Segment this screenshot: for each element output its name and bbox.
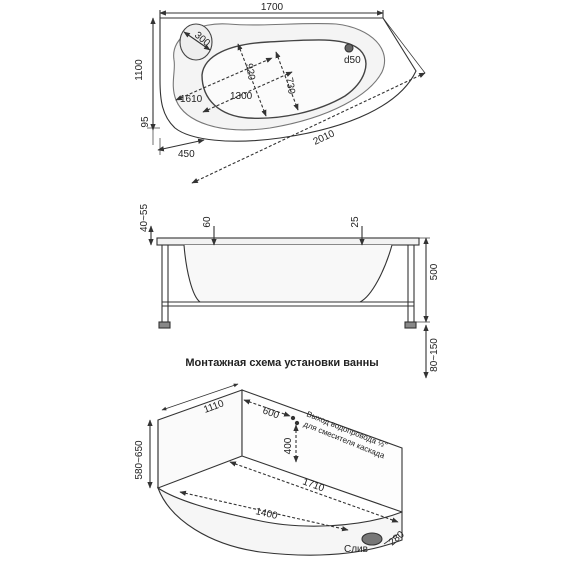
dim-length-outer: 1610 xyxy=(180,94,203,105)
dim-bottom-offset: 450 xyxy=(178,149,195,160)
drain-label: Слив xyxy=(344,544,368,555)
dim-legs: 80~150 xyxy=(429,338,440,372)
dim-pipe-height: 400 xyxy=(283,437,294,454)
tub-rim xyxy=(156,237,420,246)
drain-hole xyxy=(344,43,354,53)
water-outlet-2 xyxy=(294,420,300,426)
dim-rim-right: 25 xyxy=(350,216,361,228)
dim-width: 1700 xyxy=(261,2,284,13)
dim-inner-width: 920 xyxy=(243,63,257,82)
dim-height-range: 580~650 xyxy=(134,440,145,480)
installation-view xyxy=(147,383,403,556)
top-view xyxy=(147,10,426,184)
dim-rim-left: 60 xyxy=(202,216,213,228)
wall-left xyxy=(157,389,243,489)
dim-inner-height: 730 xyxy=(283,77,297,96)
side-view xyxy=(148,225,430,379)
water-outlet-1 xyxy=(290,415,296,421)
dim-rim-top: 40~55 xyxy=(139,204,150,233)
dim-length-inner: 1300 xyxy=(230,91,253,102)
dim-drain: d50 xyxy=(344,55,361,66)
dim-side-height: 500 xyxy=(429,263,440,280)
drain-outlet xyxy=(361,532,383,546)
tub-body xyxy=(183,244,393,303)
dim-short-side: 1400 xyxy=(254,506,279,522)
dim-height: 1100 xyxy=(134,59,145,81)
dim-left-offset: 95 xyxy=(140,116,151,128)
diagram-caption: Монтажная схема установки ванны xyxy=(185,357,378,369)
